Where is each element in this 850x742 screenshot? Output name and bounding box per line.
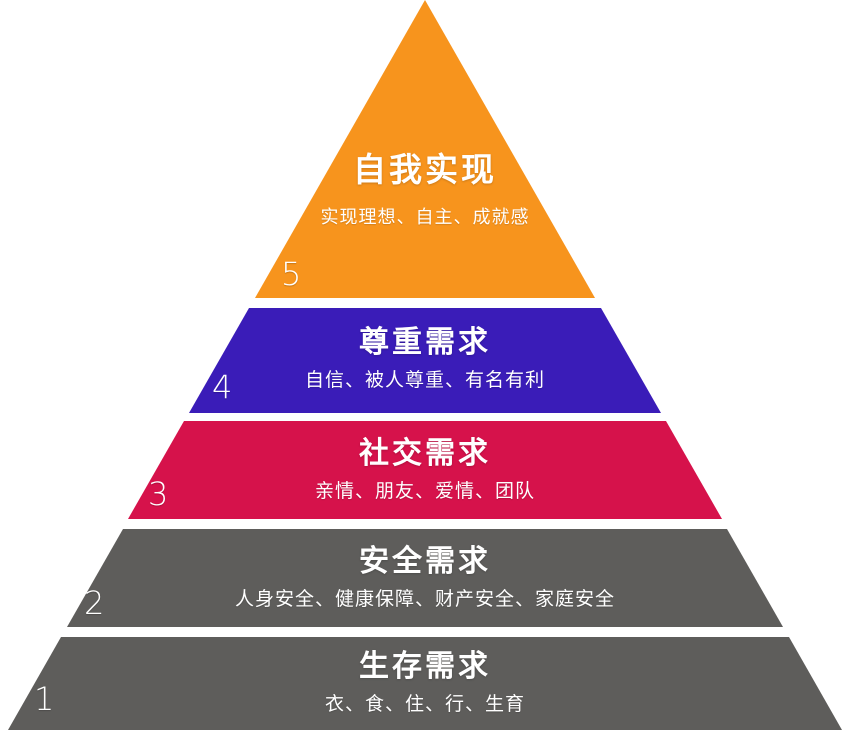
level-title: 社交需求	[359, 436, 491, 471]
level-subtitle: 衣、食、住、行、生育	[324, 693, 525, 715]
pyramid-level-esteem: 尊重需求 自信、被人尊重、有名有利 4	[189, 308, 661, 413]
level-title: 自我实现	[353, 150, 497, 189]
pyramid-level-survival: 生存需求 衣、食、住、行、生育 1	[8, 637, 842, 730]
level-number: 1	[34, 680, 55, 718]
level-subtitle: 自信、被人尊重、有名有利	[304, 369, 545, 391]
pyramid-level-self-actualization: 自我实现 实现理想、自主、成就感 5	[255, 0, 595, 298]
pyramid-level-social: 社交需求 亲情、朋友、爱情、团队 3	[128, 421, 722, 519]
level-number: 2	[84, 584, 105, 622]
level-number: 5	[281, 255, 302, 293]
level-subtitle: 亲情、朋友、爱情、团队	[314, 480, 535, 502]
level-title: 安全需求	[359, 544, 491, 579]
pyramid-level-safety: 安全需求 人身安全、健康保障、财产安全、家庭安全 2	[67, 529, 783, 627]
level-number: 3	[148, 475, 169, 513]
level-number: 4	[212, 368, 233, 406]
level-subtitle: 实现理想、自主、成就感	[320, 207, 530, 228]
level-title: 尊重需求	[359, 325, 491, 360]
level-title: 生存需求	[359, 649, 491, 684]
level-subtitle: 人身安全、健康保障、财产安全、家庭安全	[234, 588, 615, 610]
